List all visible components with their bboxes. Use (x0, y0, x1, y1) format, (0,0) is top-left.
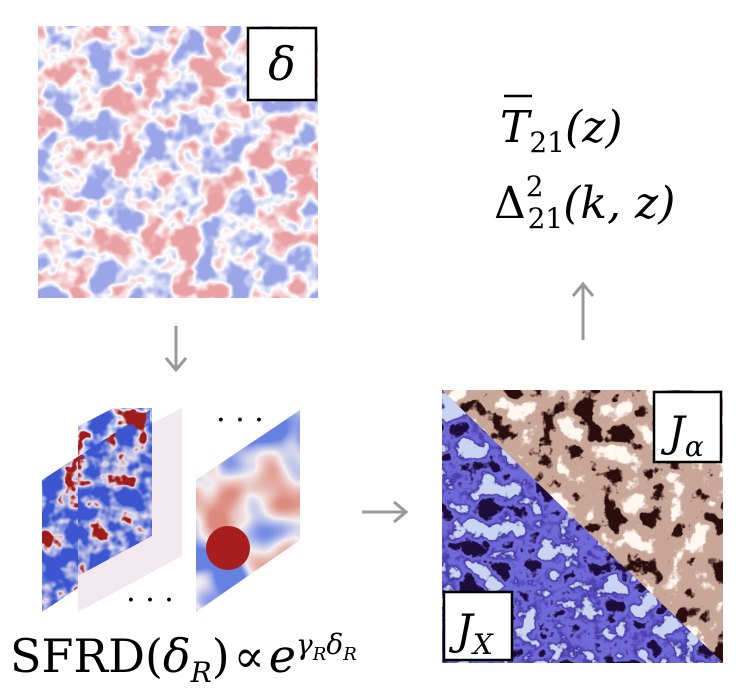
t21-sub: 21 (529, 126, 565, 159)
j-alpha-label-box (652, 390, 723, 464)
delta21-symbol: Δ (494, 178, 526, 229)
formula-e: e (269, 629, 296, 683)
delta21-args: (k, z) (563, 178, 675, 229)
delta21-sub: 21 (528, 202, 564, 235)
formula-close: ) (212, 629, 230, 683)
arrow-down (164, 326, 188, 373)
sfrd-stack: · · · · · · (42, 403, 300, 618)
sfrd-slice-3 (196, 410, 300, 612)
formula-propto: ∝ (234, 629, 265, 683)
t21-mean: T21(z) (500, 102, 623, 159)
j-x-sub: X (471, 628, 494, 661)
j-x-label-box (442, 590, 514, 662)
density-field-panel: δ (38, 26, 318, 298)
delta-label: δ (268, 37, 296, 91)
sfrd-formula: SFRD(δR)∝eγRδR (10, 628, 357, 689)
ellipsis-bottom: · · · (126, 583, 174, 618)
formula-exp-sub-r2: R (342, 644, 357, 665)
formula-prefix: SFRD( (10, 629, 163, 683)
arrow-right (362, 500, 409, 524)
j-alpha-sub: α (685, 430, 704, 463)
sfrd-slice-2 (78, 408, 182, 612)
flux-field-panel: Jα JX (442, 390, 723, 663)
delta-label-box (246, 26, 318, 102)
svg-text:SFRD(δR)∝eγRδR: SFRD(δR)∝eγRδR (10, 628, 357, 689)
formula-exp-sub-r: R (312, 644, 327, 665)
ellipsis-top: · · · (216, 403, 264, 438)
formula-gamma: γ (296, 628, 313, 661)
arrow-up (571, 281, 595, 340)
t21-args: (z) (565, 102, 623, 153)
formula-exp-delta: δ (326, 628, 343, 661)
delta21-sup: 2 (526, 170, 544, 203)
formula-sub-r: R (190, 656, 212, 689)
formula-delta: δ (163, 629, 191, 683)
t21-symbol: T (500, 102, 533, 153)
